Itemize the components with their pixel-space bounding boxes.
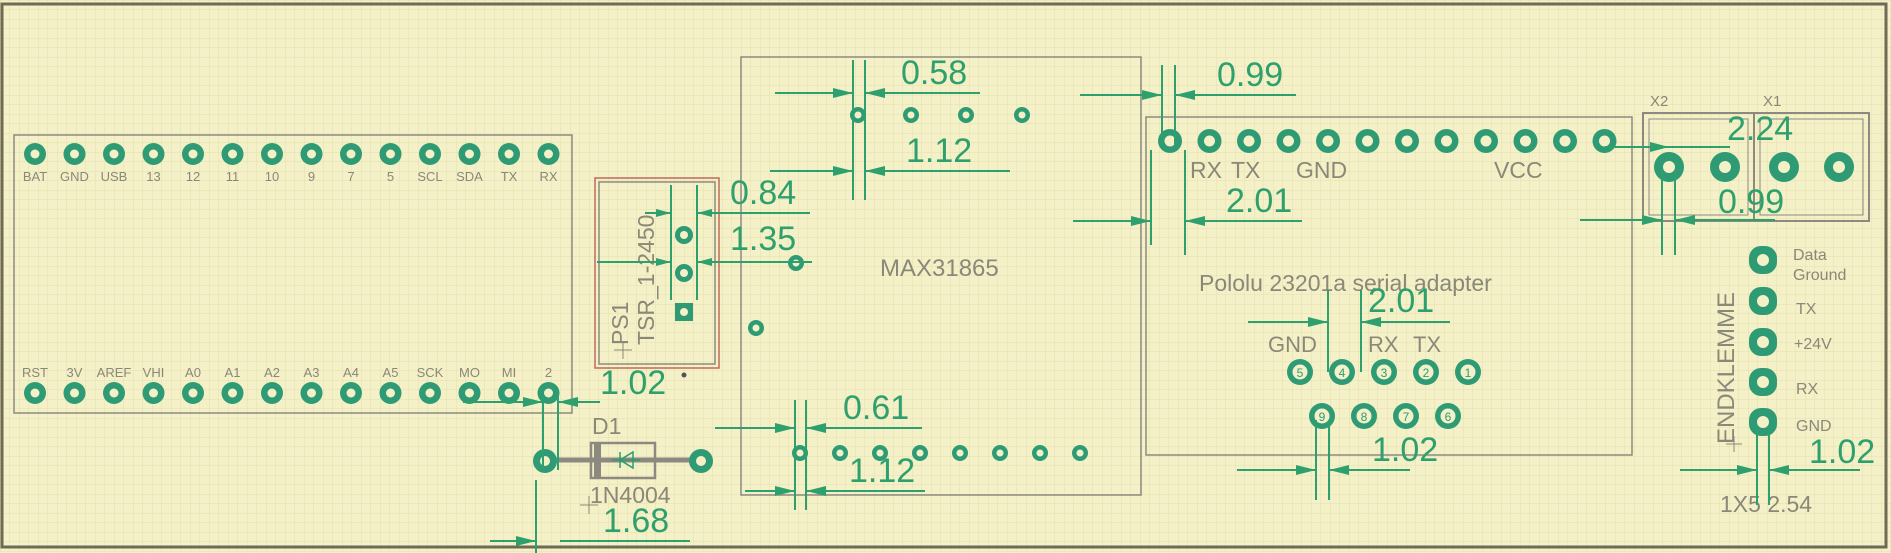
dimension-2-01-top: 2.01 [1226, 182, 1292, 220]
arduino-pin-label: SCL [417, 169, 442, 184]
db9-label-tx: TX [1413, 332, 1441, 357]
db9-pin-number: 6 [1445, 410, 1452, 424]
db9-pin-number: 1 [1465, 366, 1472, 380]
arduino-pin-label: BAT [23, 169, 47, 184]
arduino-pin-label: SDA [456, 169, 483, 184]
arduino-pin-label: 12 [186, 169, 200, 184]
max31865-bottom-pads [792, 445, 1088, 461]
max31865-name: MAX31865 [880, 255, 999, 282]
dimension-0-84: 0.84 [730, 174, 796, 212]
arduino-pin-label: A3 [304, 365, 320, 380]
dimension-1-12-bottom: 1.12 [849, 452, 915, 490]
db9-pin-number: 7 [1403, 410, 1410, 424]
arduino-pin-label: USB [101, 169, 128, 184]
endklemme-pin-rx: RX [1796, 381, 1819, 398]
arduino-top-pin-row [24, 143, 560, 165]
arduino-outline [13, 134, 573, 414]
pololu-serial-adapter[interactable]: Pololu 23201a serial adapter RX TX GND V… [1145, 116, 1633, 456]
arduino-pin-label: 5 [387, 169, 394, 184]
arduino-pin-label: A5 [383, 365, 399, 380]
pololu-label-gnd: GND [1296, 157, 1347, 183]
dimension-1-35: 1.35 [730, 220, 796, 258]
ps1-name: PS1 [607, 302, 633, 345]
d1-body [589, 441, 657, 480]
arduino-pin-label: TX [501, 169, 518, 184]
arduino-pin-label: GND [60, 169, 89, 184]
db9-pin-number: 5 [1297, 366, 1304, 380]
dimension-0-58: 0.58 [901, 54, 967, 92]
endklemme-pin-data-ground: Data Ground [1793, 247, 1846, 284]
arduino-pin-label: RST [22, 365, 48, 380]
arduino-bottom-pin-labels: RST 3V AREF VHI A0 A1 A2 A3 A4 A5 SCK MO MI 2 [22, 365, 552, 380]
arduino-pin-label: 11 [226, 169, 240, 184]
dimension-labels: 0.58 0.99 2.24 1.12 0.84 1.35 2.01 0.99 … [600, 54, 1875, 540]
dimension-1-02-arduino: 1.02 [600, 364, 666, 402]
endklemme-connector[interactable]: Data Ground TX +24V RX GND ENDKLEMME 1X5… [1713, 246, 1846, 517]
arduino-pin-label: AREF [97, 365, 132, 380]
arduino-pin-label: A1 [225, 365, 241, 380]
arduino-top-pin-labels: BAT GND USB 13 12 11 10 9 7 5 SCL SDA TX RX [23, 169, 558, 184]
arduino-pin-label: SCK [417, 365, 444, 380]
dimension-layer [463, 60, 1860, 553]
dimension-0-61: 0.61 [843, 389, 909, 427]
ps1-value: TSR_1-2450 [633, 215, 659, 345]
pololu-label-rx: RX [1190, 157, 1222, 183]
pololu-label-vcc: VCC [1494, 157, 1543, 183]
pololu-outline [1145, 116, 1633, 456]
pololu-name: Pololu 23201a serial adapter [1199, 270, 1492, 296]
arduino-pin-label: 2 [545, 365, 552, 380]
ps1-outline-outer [594, 177, 720, 369]
endklemme-pin-gnd: GND [1796, 418, 1832, 435]
dimension-2-01-db9: 2.01 [1368, 282, 1434, 320]
dimension-1-02-endklemme: 1.02 [1809, 433, 1875, 471]
dimension-1-12-top: 1.12 [906, 132, 972, 170]
dimension-0-99-right: 0.99 [1718, 183, 1784, 221]
dimension-0-99-top: 0.99 [1217, 56, 1283, 94]
db9-pin-number: 8 [1361, 410, 1368, 424]
arduino-pin-label: A2 [264, 365, 280, 380]
arduino-pin-label: 13 [146, 169, 160, 184]
arduino-pin-label: MO [459, 365, 480, 380]
arduino-pin-label: 7 [347, 169, 354, 184]
dimension-1-68: 1.68 [603, 502, 669, 540]
db9-pin-number: 3 [1381, 366, 1388, 380]
endklemme-pads [1749, 246, 1777, 436]
x1-label: X1 [1763, 93, 1781, 110]
ps1-outline-inner [598, 181, 716, 365]
db9-pin-number: 2 [1423, 366, 1430, 380]
pololu-label-tx: TX [1231, 157, 1260, 183]
terminal-block-x1[interactable]: X1 [1753, 93, 1870, 222]
arduino-pin-label: 9 [308, 169, 315, 184]
db9-pin-number: 4 [1339, 366, 1346, 380]
endklemme-pin-24v: +24V [1794, 336, 1832, 353]
endklemme-pin-tx: TX [1796, 301, 1817, 318]
arduino-pin-label: 10 [265, 169, 279, 184]
arduino-pin-label: A4 [343, 365, 359, 380]
arduino-pin-label: 3V [67, 365, 83, 380]
dimension-1-02-db9: 1.02 [1372, 431, 1438, 469]
endklemme-name: ENDKLEMME [1713, 292, 1740, 444]
arduino-pin-label: VHI [143, 365, 165, 380]
d1-value: 1N4004 [590, 482, 671, 508]
db9-label-gnd: GND [1268, 332, 1317, 357]
db9-label-rx: RX [1368, 332, 1399, 357]
arduino-pin-label: MI [502, 365, 516, 380]
max31865-outline [740, 56, 1142, 496]
dimension-2-24: 2.24 [1727, 110, 1793, 148]
arduino-pin-label: RX [539, 169, 557, 184]
d1-name: D1 [592, 413, 621, 439]
arduino-pin-label: A0 [185, 365, 201, 380]
x2-label: X2 [1650, 93, 1668, 110]
d1-diode[interactable]: D1 1N4004 [533, 413, 713, 514]
ps1-component[interactable]: PS1 TSR_1-2450 [594, 177, 804, 378]
db9-pin-number: 9 [1319, 410, 1326, 424]
endklemme-value: 1X5 2.54 [1720, 491, 1812, 517]
